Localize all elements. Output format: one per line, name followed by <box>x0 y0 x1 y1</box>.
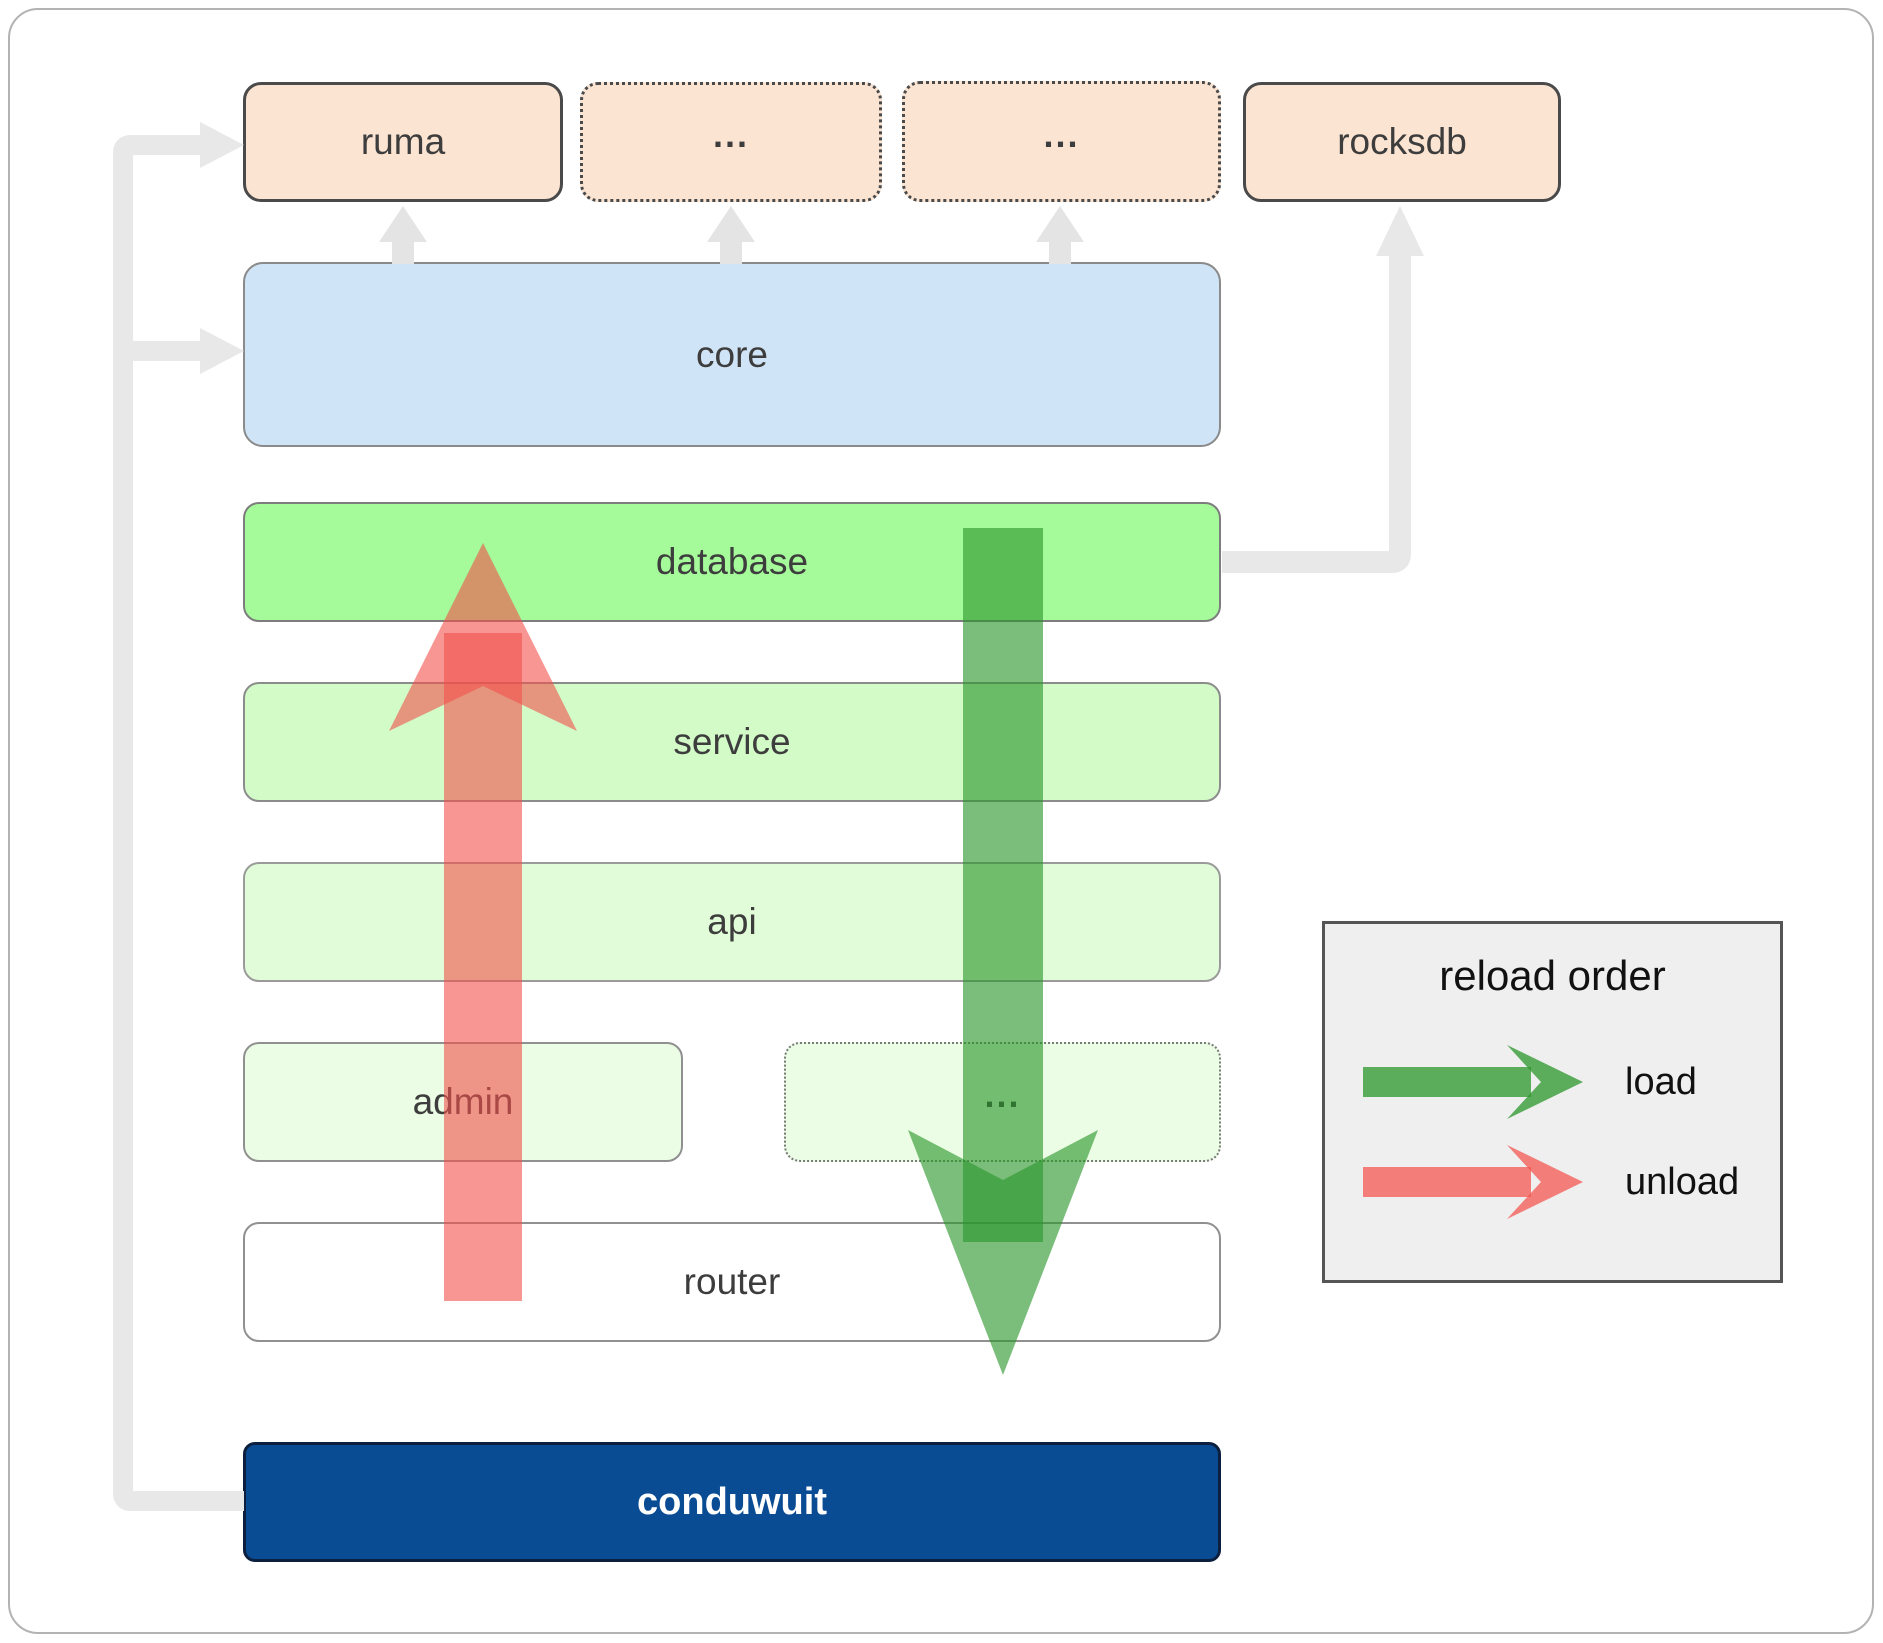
node-ellipsis-service-module: ... <box>784 1042 1221 1162</box>
diagram-outer-frame <box>8 8 1874 1634</box>
node-core-label: core <box>696 333 768 375</box>
node-ellipsis-crate-1: ... <box>580 82 882 202</box>
node-conduwuit: conduwuit <box>243 1442 1221 1562</box>
legend-title: reload order <box>1439 952 1666 999</box>
node-router: router <box>243 1222 1221 1342</box>
legend-unload-label: unload <box>1625 1160 1740 1203</box>
node-database: database <box>243 502 1221 622</box>
node-core: core <box>243 262 1221 447</box>
node-ellipsis-crate-2-label: ... <box>1043 113 1080 155</box>
node-service-label: service <box>673 721 791 762</box>
legend-load-label: load <box>1625 1060 1697 1103</box>
legend: reload order load unload <box>1322 921 1783 1283</box>
node-ellipsis-crate-2: ... <box>902 81 1221 202</box>
node-rocksdb-label: rocksdb <box>1337 121 1467 162</box>
node-ruma-label: ruma <box>360 121 446 162</box>
node-rocksdb: rocksdb <box>1243 82 1561 202</box>
node-ellipsis-crate-1-label: ... <box>712 114 749 155</box>
node-conduwuit-label: conduwuit <box>637 1480 827 1523</box>
node-database-label: database <box>655 541 809 582</box>
node-api: api <box>243 862 1221 982</box>
node-admin-label: admin <box>412 1081 514 1122</box>
node-ruma: ruma <box>243 82 563 202</box>
node-service: service <box>243 682 1221 802</box>
load-arrow-icon <box>1363 1045 1583 1119</box>
node-router-label: router <box>683 1261 781 1302</box>
node-admin: admin <box>243 1042 683 1162</box>
node-ellipsis-service-module-label: ... <box>984 1074 1021 1115</box>
unload-arrow-icon <box>1363 1145 1583 1219</box>
node-api-label: api <box>707 901 757 942</box>
